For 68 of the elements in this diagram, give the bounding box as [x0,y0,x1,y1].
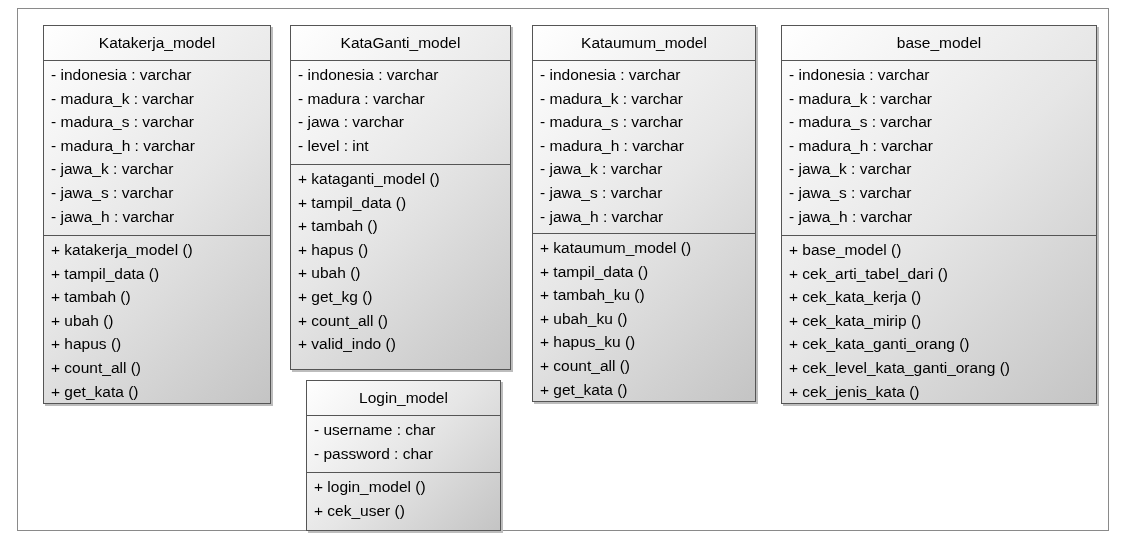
attribute-text: - jawa_h : varchar [789,206,914,227]
attribute-text: - madura : varchar [298,88,426,109]
class-box [306,380,501,531]
class-name: KataGanti_model [339,33,462,53]
method-text: + cek_kata_mirip () [789,310,923,331]
attribute-text: - jawa_s : varchar [51,182,175,203]
attribute-text: - madura_s : varchar [789,112,933,133]
method-text: + base_model () [789,240,903,260]
method-text: + tampil_data () [298,192,408,213]
attribute-text: - password : char [314,443,434,464]
attribute-text: - madura_h : varchar [51,135,196,156]
class-box [43,25,271,405]
method-text: + ubah_ku () [540,308,629,329]
class-box [781,25,1097,405]
method-text: + katakerja_model () [51,240,194,260]
method-text: + cek_user () [314,500,406,521]
method-text: + cek_kata_kerja () [789,287,923,308]
method-text: + tambah () [298,216,379,237]
method-text: + tampil_data () [51,263,161,284]
method-text: + cek_level_kata_ganti_orang () [789,357,1012,378]
attribute-text: - madura_s : varchar [51,112,195,133]
method-text: + cek_kata_ganti_orang () [789,334,971,355]
method-text: + tampil_data () [540,261,650,282]
attribute-text: - indonesia : varchar [51,65,193,85]
attribute-text: - madura_k : varchar [540,88,684,109]
method-text: + cek_arti_tabel_dari () [789,263,949,284]
method-text: + hapus () [51,334,123,355]
attribute-text: - jawa_h : varchar [51,206,176,227]
method-text: + get_kata () [51,381,140,402]
class-name: base_model [895,33,983,53]
class-name: Login_model [358,388,449,408]
method-text: + count_all () [540,355,632,376]
attribute-text: - jawa_h : varchar [540,206,665,227]
method-text: + tambah () [51,287,132,308]
method-text: + count_all () [51,357,143,378]
method-text: + hapus () [298,239,370,260]
method-text: + tambah_ku () [540,285,646,306]
class-box [290,25,511,370]
method-text: + cek_jenis_kata () [789,381,921,402]
attribute-text: - jawa_s : varchar [540,182,664,203]
method-text: + valid_indo () [298,334,397,355]
attribute-text: - madura_k : varchar [51,88,195,109]
attribute-text: - jawa_k : varchar [789,159,913,180]
attribute-text: - username : char [314,420,437,440]
method-text: + kataumum_model () [540,238,693,258]
method-text: + get_kata () [540,379,629,400]
attribute-text: - madura_k : varchar [789,88,933,109]
attribute-text: - level : int [298,135,370,156]
method-text: + get_kg () [298,286,374,307]
attribute-text: - indonesia : varchar [298,65,440,85]
attribute-text: - madura_h : varchar [540,135,685,156]
method-text: + ubah () [298,263,362,284]
attribute-text: - madura_h : varchar [789,135,934,156]
attribute-text: - jawa : varchar [298,112,405,133]
method-text: + kataganti_model () [298,169,441,189]
attribute-text: - jawa_k : varchar [51,159,175,180]
method-text: + count_all () [298,310,390,331]
method-text: + hapus_ku () [540,332,637,353]
method-text: + login_model () [314,477,427,497]
class-name: Kataumum_model [580,33,708,53]
attribute-text: - indonesia : varchar [540,65,682,85]
attribute-text: - madura_s : varchar [540,112,684,133]
method-text: + ubah () [51,310,115,331]
class-box [532,25,756,403]
attribute-text: - jawa_s : varchar [789,182,913,203]
attribute-text: - jawa_k : varchar [540,159,664,180]
class-name: Katakerja_model [97,33,217,53]
attribute-text: - indonesia : varchar [789,65,931,85]
